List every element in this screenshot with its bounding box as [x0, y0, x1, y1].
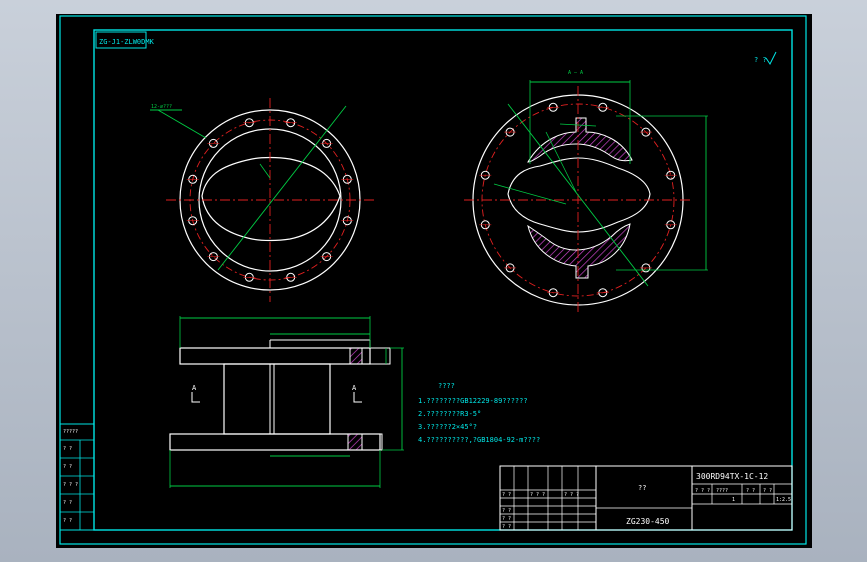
notes-title: ???? — [438, 382, 455, 390]
drawing-canvas[interactable]: ZG-J1-ZLW0DMK ? ? 12-⌀??? — [56, 14, 812, 548]
right-port-outline — [507, 157, 651, 233]
left-table-cell-5: ? ? — [63, 500, 72, 506]
side-view: A A — [169, 316, 404, 488]
right-inner-dim-c — [545, 131, 577, 193]
left-flange-view: 12-⌀??? — [150, 98, 374, 302]
top-flange-plate — [179, 347, 371, 365]
top-bolt-section — [349, 347, 363, 365]
right-flange-view: A — A — [464, 70, 708, 314]
tb-row-label-4: ? ? — [502, 508, 511, 514]
tb-row-label-6: ? ? — [502, 524, 511, 530]
tb-header-4: ? ? — [763, 488, 772, 494]
left-table-cell-4: ? ? ? — [63, 482, 78, 488]
scale: 1:2.5 — [776, 497, 791, 503]
roughness-symbol — [765, 51, 777, 65]
drawing-number: 300RD94TX-1C-12 — [696, 472, 768, 481]
outer-sheet-border — [59, 15, 807, 545]
right-inner-dim-b — [559, 123, 597, 127]
tb-header-2: ???? — [716, 488, 728, 494]
note-2: 2.????????R3-5° — [418, 410, 481, 418]
right-inner-dim-a — [493, 183, 567, 205]
part-name: ?? — [638, 484, 646, 492]
quantity: 1 — [732, 497, 735, 503]
top-flange-lip — [369, 347, 391, 365]
corner-code: ZG-J1-ZLW0DMK — [99, 38, 155, 46]
left-table-cell-6: ? ? — [63, 518, 72, 524]
left-table-cell-2: ? ? — [63, 446, 72, 452]
corner-code-box — [95, 31, 147, 49]
left-table-cell-1: ????? — [63, 429, 78, 435]
tb-row-label-1: ? ? — [502, 492, 511, 498]
tb-header-1: ? ? ? — [695, 488, 710, 494]
section-top-label: A — A — [568, 70, 583, 76]
bottom-bolt-section — [347, 433, 363, 451]
upper-rib-section — [527, 117, 633, 163]
note-3: 3.??????2×45°? — [418, 423, 477, 431]
left-inner-dim — [259, 163, 271, 179]
tb-row-label-3: ? ? ? — [564, 492, 579, 498]
bottom-flange-lip — [361, 433, 383, 451]
lower-rib-section — [527, 223, 631, 279]
title-block: 300RD94TX-1C-12 ?? ZG230-450 1 1:2.5 ? ?… — [499, 465, 793, 531]
note-1: 1.????????GB12229-89?????? — [418, 397, 528, 405]
left-hole-leader — [157, 109, 207, 139]
section-arrow-right — [353, 392, 362, 403]
left-diameter-leader — [217, 105, 347, 271]
right-bolt-holes — [479, 102, 677, 298]
left-revision-table: ????? ? ? ? ? ? ? ? ? ? ? ? — [59, 423, 95, 531]
tb-header-3: ? ? — [746, 488, 755, 494]
left-table-frame — [59, 423, 95, 531]
body-cylinder — [223, 363, 331, 435]
section-label-left: A — [192, 384, 197, 392]
right-diameter-leader — [507, 103, 649, 287]
left-table-cell-3: ? ? — [63, 464, 72, 470]
left-port-outline — [201, 156, 341, 242]
section-label-right: A — [352, 384, 357, 392]
section-arrow-left — [191, 392, 200, 403]
drawing-sheet: ZG-J1-ZLW0DMK ? ? 12-⌀??? — [59, 15, 807, 545]
hole-callout: 12-⌀??? — [151, 104, 172, 110]
tb-row-label-5: ? ? — [502, 516, 511, 522]
note-4: 4.??????????,?GB1804-92-m???? — [418, 436, 540, 444]
left-bolt-holes — [186, 118, 354, 282]
tb-row-label-2: ? ? ? — [530, 492, 545, 498]
material: ZG230-450 — [626, 517, 670, 526]
roughness-mark: ? ? — [754, 56, 767, 64]
technical-notes: ???? 1.????????GB12229-89?????? 2.??????… — [418, 382, 540, 444]
inner-sheet-border — [93, 29, 793, 531]
